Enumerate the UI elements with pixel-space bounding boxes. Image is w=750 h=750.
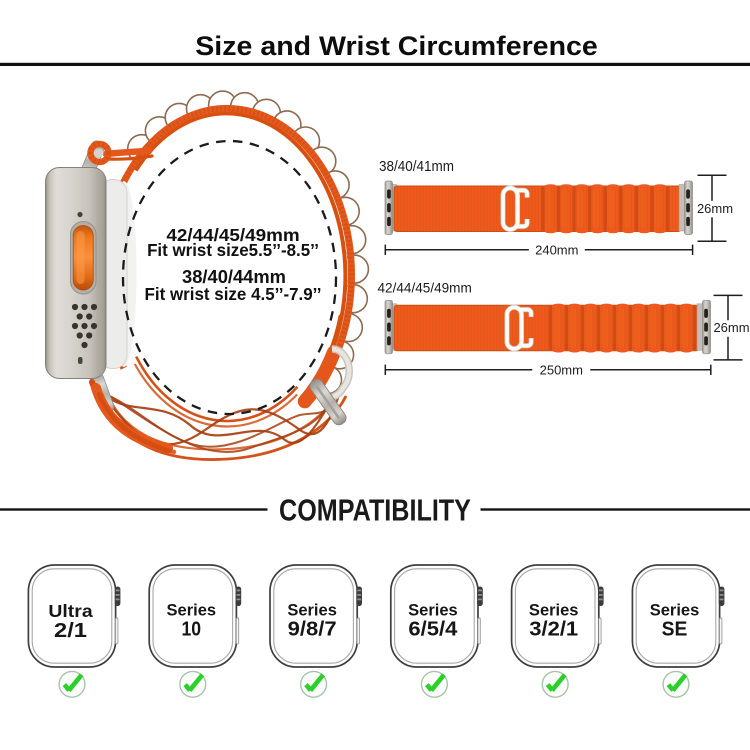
svg-text:Series: Series	[408, 602, 458, 620]
svg-text:Fit wrist size 4.5’’-7.9’’: Fit wrist size 4.5’’-7.9’’	[145, 284, 322, 305]
svg-text:Series: Series	[287, 602, 337, 620]
svg-text:2/1: 2/1	[54, 619, 87, 642]
svg-text:Series: Series	[167, 602, 217, 620]
svg-text:COMPATIBILITY: COMPATIBILITY	[279, 492, 471, 527]
svg-text:6/5/4: 6/5/4	[408, 617, 457, 640]
svg-text:26mm: 26mm	[697, 201, 733, 216]
svg-text:42/44/45/49mm: 42/44/45/49mm	[378, 280, 472, 295]
svg-text:3/2/1: 3/2/1	[529, 617, 578, 640]
svg-text:38/40/41mm: 38/40/41mm	[379, 158, 454, 175]
svg-text:SE: SE	[662, 618, 688, 641]
svg-text:10: 10	[181, 618, 201, 641]
svg-text:Fit wrist size5.5’’-8.5’’: Fit wrist size5.5’’-8.5’’	[147, 240, 319, 261]
svg-text:42/44/45/49mm: 42/44/45/49mm	[166, 224, 299, 244]
svg-text:250mm: 250mm	[540, 362, 583, 377]
svg-text:Series: Series	[650, 602, 700, 620]
svg-text:Ultra: Ultra	[48, 601, 93, 621]
svg-text:38/40/44mm: 38/40/44mm	[182, 267, 286, 287]
svg-text:Series: Series	[529, 602, 579, 620]
svg-text:26mm: 26mm	[713, 320, 749, 335]
svg-text:9/8/7: 9/8/7	[288, 617, 337, 640]
svg-text:240mm: 240mm	[535, 242, 578, 257]
svg-text:Size and Wrist Circumference: Size and Wrist Circumference	[195, 31, 598, 61]
